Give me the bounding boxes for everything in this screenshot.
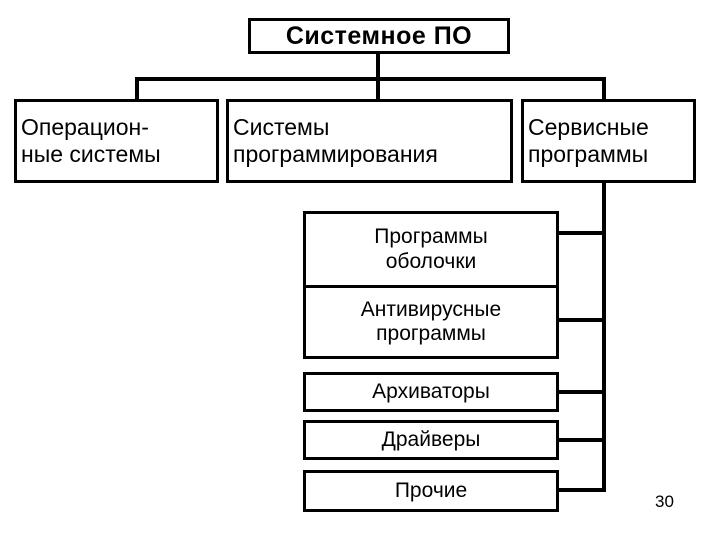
node-programming-systems-label: Системы программирования xyxy=(233,114,438,167)
node-drivers: Драйверы xyxy=(303,420,559,460)
page-number: 30 xyxy=(655,492,674,511)
node-shell-programs-label: Программы оболочки xyxy=(374,225,488,273)
node-archivers-label: Архиваторы xyxy=(372,379,490,403)
connector-shell-programs xyxy=(556,231,604,235)
connector-root-stem xyxy=(376,54,380,79)
node-operating-systems-label: Операцион- ные системы xyxy=(21,114,161,167)
connector-drop-prog-systems xyxy=(376,77,380,101)
node-other: Прочие xyxy=(303,470,559,512)
node-other-label: Прочие xyxy=(394,478,468,502)
node-service-programs: Сервисные программы xyxy=(521,99,696,183)
connector-antivirus-programs xyxy=(556,318,604,322)
node-shell-programs: Программы оболочки xyxy=(303,211,559,288)
node-root-system-software: Системное ПО xyxy=(248,18,510,54)
node-service-programs-label: Сервисные программы xyxy=(528,114,649,167)
connector-level2-bus xyxy=(135,77,606,81)
node-programming-systems: Системы программирования xyxy=(226,99,513,183)
connector-archivers xyxy=(556,390,604,394)
connector-drop-service-programs xyxy=(602,77,606,101)
node-antivirus-programs: Антивирусные программы xyxy=(303,285,559,359)
connector-other xyxy=(556,488,604,492)
connector-drivers xyxy=(556,438,604,442)
node-antivirus-programs-label: Антивирусные программы xyxy=(360,297,502,345)
node-root-label: Системное ПО xyxy=(285,21,473,50)
node-operating-systems: Операцион- ные системы xyxy=(14,99,219,183)
connector-drop-os xyxy=(135,77,139,101)
node-archivers: Архиваторы xyxy=(303,372,559,412)
node-drivers-label: Драйверы xyxy=(381,427,481,451)
connector-service-programs-bus xyxy=(602,183,606,492)
